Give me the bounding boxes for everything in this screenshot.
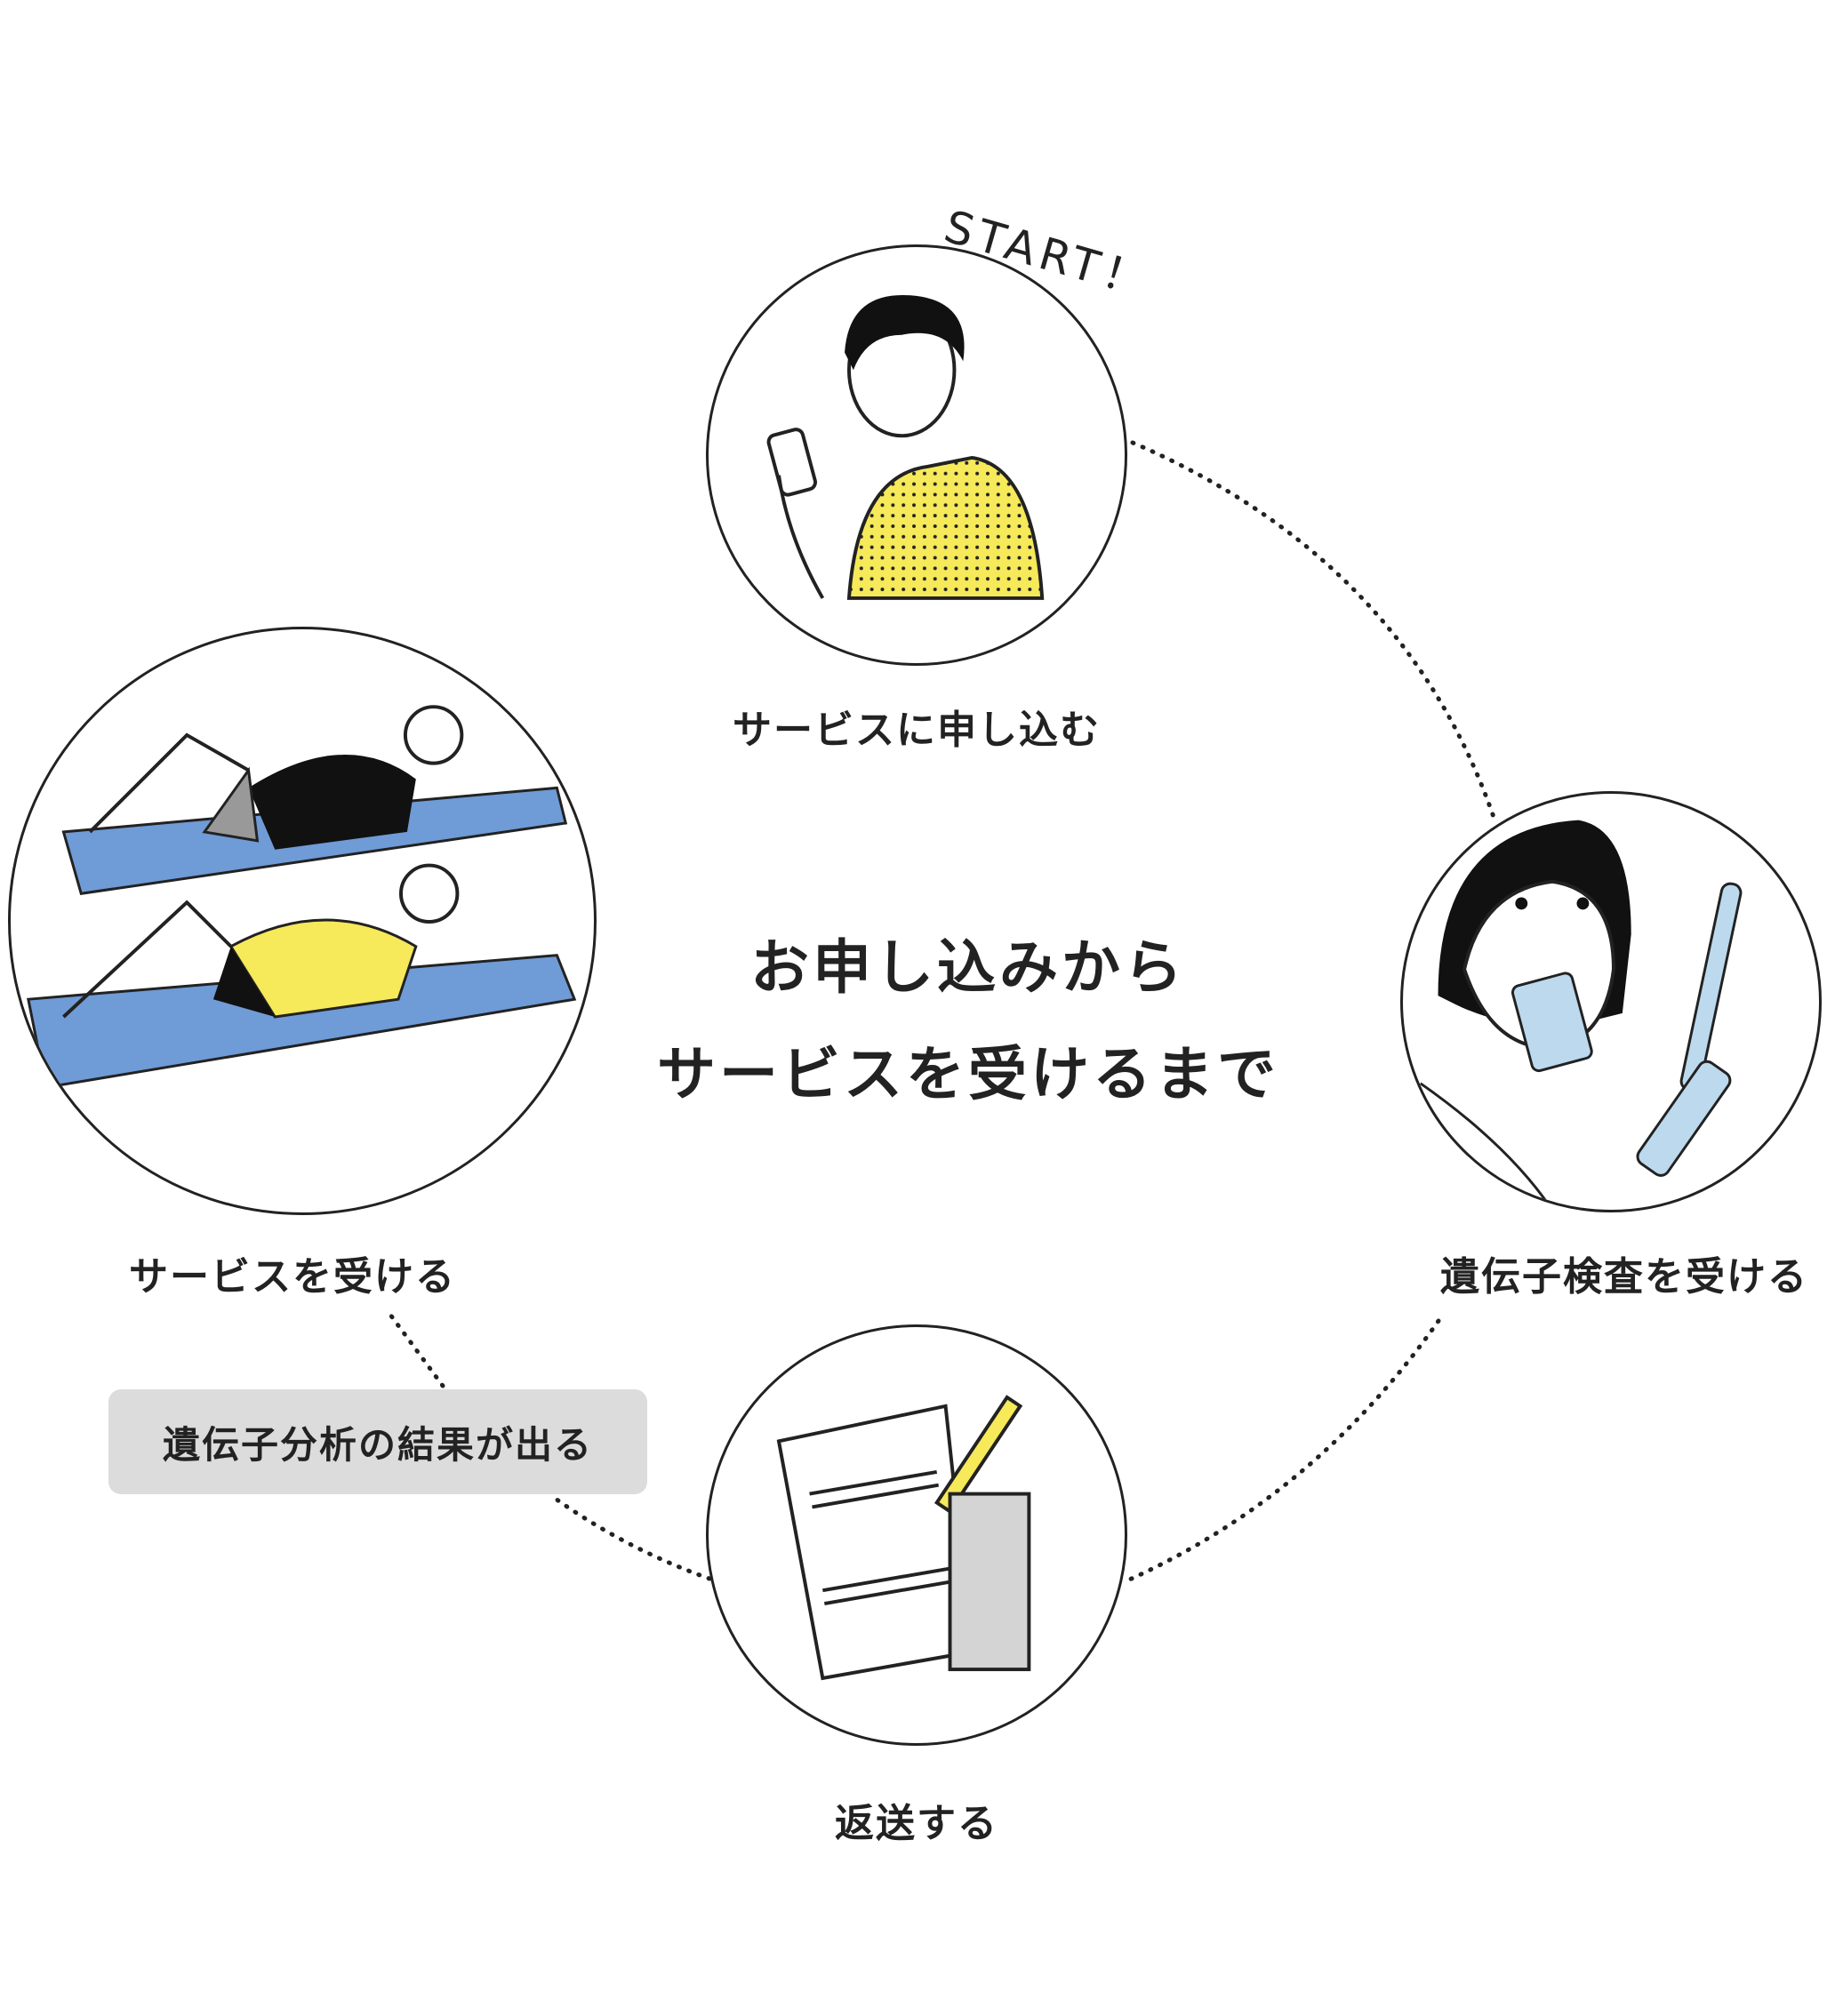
step-test-illustration [1400,791,1822,1212]
dotted-connector [388,1312,445,1388]
analysis-result-badge: 遺伝子分析の結果が出る [108,1389,647,1494]
diagram-title-line2: サービスを受けるまで [657,1040,1279,1108]
person-with-smartphone-icon [766,294,1045,600]
step-label-test: 遺伝子検査を受ける [1440,1254,1808,1300]
dotted-connector [1130,440,1497,822]
step-service-illustration [8,627,597,1215]
step-apply-illustration [706,244,1127,666]
step-label-apply: サービスに申し込む [733,708,1101,753]
dotted-connector [1123,1318,1441,1584]
woman-saliva-test-icon [1419,820,1743,1210]
diagram-title-line1: お申し込みから [750,933,1186,1002]
step-return-illustration [706,1324,1127,1746]
documents-and-envelope-icon [776,1395,1031,1681]
people-doing-situps-icon [27,705,577,1089]
step-label-return: 返送する [835,1801,998,1846]
step-label-service: サービスを受ける [129,1254,456,1300]
dotted-connector [550,1494,712,1581]
